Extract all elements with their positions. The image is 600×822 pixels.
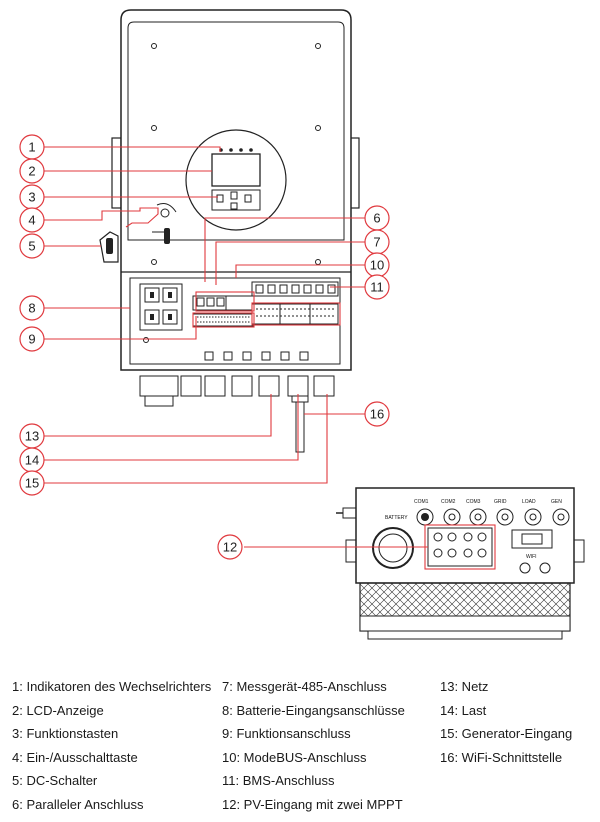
- highlight-boxes: [192, 291, 496, 570]
- legend-item-7: 7: Messgerät-485-Anschluss: [222, 679, 387, 694]
- legend-item-1: 1: Indikatoren des Wechselrichters: [12, 679, 212, 694]
- legend-item-13: 13: Netz: [440, 679, 489, 694]
- svg-text:4: 4: [28, 213, 35, 228]
- legend-item-4: 4: Ein-/Ausschalttaste: [12, 749, 138, 765]
- svg-text:11: 11: [370, 280, 384, 295]
- port-label-com3: COM3: [466, 499, 481, 505]
- port-label-com2: COM2: [441, 499, 456, 505]
- svg-text:9: 9: [28, 332, 35, 347]
- svg-text:1: 1: [28, 140, 35, 155]
- callout-2: 2: [19, 158, 45, 184]
- svg-text:16: 16: [370, 407, 384, 422]
- legend-item-14: 14: Last: [440, 702, 487, 718]
- port-label-load: LOAD: [522, 499, 536, 505]
- svg-text:2: 2: [28, 164, 35, 179]
- legend-item-15: 15: Generator-Eingang: [440, 726, 573, 741]
- port-label-battery: BATTERY: [385, 515, 408, 521]
- callout-8: 8: [19, 295, 45, 321]
- callout-14: 14: [19, 447, 45, 473]
- callout-7: 7: [364, 229, 390, 255]
- legend-item-12: 12: PV-Eingang mit zwei MPPT: [222, 796, 403, 812]
- svg-text:12: 12: [223, 540, 237, 555]
- svg-text:3: 3: [28, 190, 35, 205]
- port-label-grid: GRID: [494, 499, 507, 505]
- callout-10: 10: [364, 252, 390, 278]
- svg-text:14: 14: [25, 453, 39, 468]
- legend-item-2: 2: LCD-Anzeige: [12, 702, 104, 718]
- callout-3: 3: [19, 184, 45, 210]
- callout-markers: 1 2 3 4 5 6 7 8 9 10 11 12 13 14 15 16: [19, 134, 390, 560]
- inverter-side-view: COM1 COM2 COM3 GRID LOAD GEN BATTERY WIF…: [336, 487, 585, 640]
- legend-column-1: 1: Indikatoren des Wechselrichters 2: LC…: [12, 675, 211, 816]
- inverter-diagram: COM1 COM2 COM3 GRID LOAD GEN BATTERY WIF…: [19, 9, 585, 640]
- callout-15: 15: [19, 470, 45, 496]
- callout-13: 13: [19, 423, 45, 449]
- legend-column-3: 13: Netz 14: Last 15: Generator-Eingang …: [440, 675, 572, 769]
- callout-4: 4: [19, 207, 45, 233]
- legend-item-10: 10: ModeBUS-Anschluss: [222, 749, 367, 765]
- callout-12: 12: [217, 534, 243, 560]
- legend-item-16: 16: WiFi-Schnittstelle: [440, 749, 563, 765]
- legend-column-2: 7: Messgerät-485-Anschluss 8: Batterie-E…: [222, 675, 405, 816]
- port-label-gen: GEN: [551, 499, 562, 505]
- legend-item-3: 3: Funktionstasten: [12, 726, 119, 741]
- wifi-label: WIFI: [526, 554, 537, 560]
- svg-text:13: 13: [25, 429, 39, 444]
- legend-item-8: 8: Batterie-Eingangsanschlüsse: [222, 702, 405, 718]
- svg-text:15: 15: [25, 476, 39, 491]
- callout-16: 16: [364, 401, 390, 427]
- callout-6: 6: [364, 205, 390, 231]
- legend-item-11: 11: BMS-Anschluss: [222, 773, 335, 788]
- svg-text:5: 5: [28, 239, 35, 254]
- legend-item-6: 6: Paralleler Anschluss: [12, 796, 144, 812]
- callout-5: 5: [19, 233, 45, 259]
- callout-1: 1: [19, 134, 45, 160]
- inverter-front-view: [99, 9, 360, 453]
- svg-text:7: 7: [373, 235, 380, 250]
- port-label-com1: COM1: [414, 499, 429, 505]
- legend-item-5: 5: DC-Schalter: [12, 773, 98, 788]
- legend: 1: Indikatoren des Wechselrichters 2: LC…: [0, 675, 600, 822]
- callout-9: 9: [19, 326, 45, 352]
- callout-11: 11: [364, 274, 390, 300]
- svg-text:6: 6: [373, 211, 380, 226]
- legend-item-9: 9: Funktionsanschluss: [222, 726, 351, 741]
- lcd-display-icon: [211, 153, 261, 187]
- svg-text:10: 10: [370, 258, 384, 273]
- callout-leaders: [44, 146, 428, 548]
- svg-text:8: 8: [28, 301, 35, 316]
